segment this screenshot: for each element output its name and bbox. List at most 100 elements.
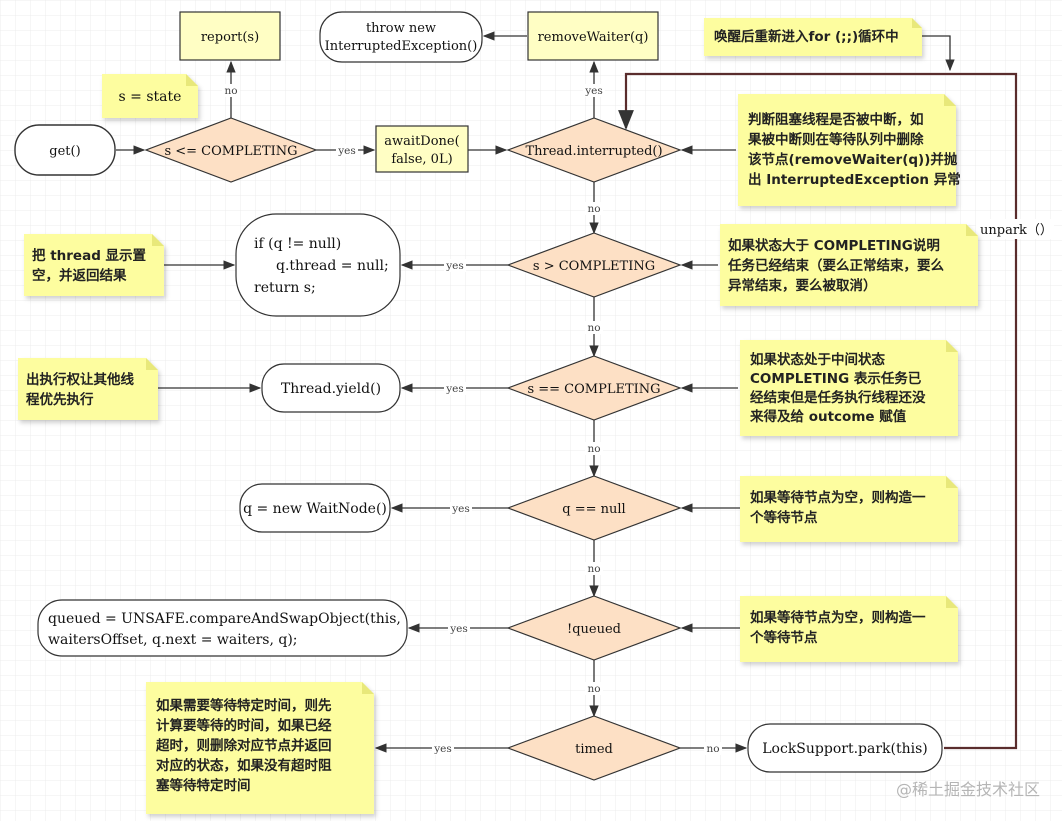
throw-label-line1: throw new — [366, 21, 436, 36]
unpark-label: unpark（） — [980, 223, 1053, 238]
label-yes-cas: yes — [449, 623, 468, 635]
note-yield-line2: 程优先执行 — [26, 391, 94, 408]
edge-labels: no yes yes no yes no yes no yes no yes n… — [222, 84, 722, 755]
label-no-timed: no — [587, 683, 600, 695]
cas-line1: queued = UNSAFE.compareAndSwapObject(thi… — [48, 611, 401, 627]
decision-timed: timed — [506, 715, 682, 781]
note-thread-null-line2: 空，并返回结果 — [32, 267, 127, 284]
label-no-gt: no — [587, 203, 600, 215]
remove-waiter-node: removeWaiter(q) — [527, 11, 659, 61]
await-done-line1: awaitDone( — [384, 134, 459, 149]
note-timed-text: 如果需要等待特定时间，则先 计算要等待的时间，如果已经 超时，则删除对应节点并返… — [155, 697, 332, 794]
label-no-park: no — [706, 743, 719, 755]
label-yes-nullbox: yes — [445, 260, 464, 272]
note-eq-line1: 如果状态处于中间状态 — [750, 351, 885, 368]
decision-q-null: q == null — [506, 475, 682, 541]
note-q-null-line2: 个等待节点 — [749, 509, 818, 526]
decision-q-null-label: q == null — [562, 502, 625, 517]
decision-interrupted: Thread.interrupted() — [506, 117, 682, 183]
label-yes-waitnode: yes — [451, 503, 470, 515]
note-eq-completing-text: 如果状态处于中间状态 COMPLETING 表示任务已 经结束但是任务执行线程还… — [749, 351, 926, 425]
decision-gt-completing-label: s > COMPLETING — [533, 259, 655, 274]
note-gt-line3: 异常结束，要么被取消） — [728, 277, 877, 294]
label-no-report: no — [224, 85, 237, 97]
note-eq-completing — [740, 340, 958, 436]
null-check-node: if (q != null) q.thread = null; return s… — [235, 213, 401, 317]
note-interrupt-line3: 该节点(removeWaiter(q))并抛 — [748, 151, 958, 168]
decision-eq-completing: s == COMPLETING — [506, 355, 682, 421]
note-timed-line2: 计算要等待的时间，如果已经 — [156, 717, 332, 734]
note-timed-line4: 对应的状态，如果没有超时阻 — [156, 757, 332, 774]
note-gt-completing-text: 如果状态大于 COMPLETING说明 任务已经结束（要么正常结束，要么 异常结… — [727, 237, 944, 294]
note-gt-line1: 如果状态大于 COMPLETING说明 — [728, 237, 940, 254]
note-thread-null — [24, 234, 164, 296]
note-yield-line1: 出执行权让其他线 — [26, 371, 134, 388]
await-done-node: awaitDone( false, 0L) — [375, 125, 469, 173]
label-yes-yield: yes — [445, 383, 464, 395]
note-wake — [704, 18, 922, 56]
decision-le-completing: s <= COMPLETING — [144, 117, 318, 183]
edge-park-loop-back — [618, 72, 1018, 750]
yield-node: Thread.yield() — [261, 363, 401, 413]
note-eq-line3: 经结束但是任务执行线程还没 — [750, 389, 926, 406]
note-queued-line1: 如果等待节点为空，则构造一 — [750, 609, 926, 626]
note-timed-line1: 如果需要等待特定时间，则先 — [156, 697, 332, 714]
get-label: get() — [49, 144, 80, 159]
await-done-line2: false, 0L) — [391, 152, 452, 167]
yield-label: Thread.yield() — [281, 381, 381, 397]
note-queued — [740, 596, 958, 662]
remove-waiter-label: removeWaiter(q) — [538, 30, 649, 45]
label-yes-remove: yes — [584, 85, 603, 97]
label-yes-timed: yes — [433, 743, 452, 755]
note-wake-line1: 唤醒后重新进入for (;;)循环中 — [714, 28, 899, 45]
decision-queued-label: !queued — [567, 622, 621, 637]
decision-interrupted-label: Thread.interrupted() — [525, 144, 662, 159]
note-eq-line4: 来得及给 outcome 赋值 — [749, 408, 907, 425]
note-interrupt-line4: 出 InterruptedException 异常 — [748, 171, 961, 188]
note-queued-line2: 个等待节点 — [749, 629, 818, 646]
decision-timed-label: timed — [575, 742, 613, 757]
report-node: report(s) — [179, 11, 281, 61]
note-eq-line2: COMPLETING 表示任务已 — [750, 370, 922, 387]
note-gt-completing — [720, 224, 978, 306]
report-label: report(s) — [201, 30, 259, 45]
note-timed — [146, 682, 374, 814]
note-timed-line3: 超时，则删除对应节点并返回 — [155, 737, 332, 754]
decision-gt-completing: s > COMPLETING — [506, 232, 682, 298]
edge-note-wake — [922, 35, 955, 72]
null-check-line1: if (q != null) — [254, 236, 341, 252]
note-gt-line2: 任务已经结束（要么正常结束，要么 — [727, 257, 944, 274]
note-s-state — [102, 74, 198, 118]
cas-line2: waitersOffset, q.next = waiters, q); — [48, 632, 298, 648]
note-interrupt-line2: 果被中断则在等待队列中删除 — [748, 131, 924, 148]
note-q-null-line1: 如果等待节点为空，则构造一 — [750, 489, 926, 506]
note-interrupt-text: 判断阻塞线程是否被中断，如 果被中断则在等待队列中删除 该节点(removeWa… — [748, 111, 961, 188]
null-check-line2: q.thread = null; — [276, 258, 389, 274]
get-node: get() — [14, 124, 116, 176]
new-waitnode-label: q = new WaitNode() — [243, 501, 387, 517]
new-waitnode-node: q = new WaitNode() — [239, 483, 391, 533]
park-label: LockSupport.park(this) — [762, 741, 928, 757]
note-interrupt — [738, 94, 956, 206]
note-interrupt-line1: 判断阻塞线程是否被中断，如 — [748, 111, 924, 128]
decision-eq-completing-label: s == COMPLETING — [527, 382, 660, 397]
note-s-state-text: s = state — [119, 89, 182, 105]
label-no-eq: no — [587, 322, 600, 334]
note-timed-line5: 塞等待特定时间 — [156, 777, 251, 794]
park-node: LockSupport.park(this) — [747, 723, 943, 773]
note-thread-null-line1: 把 thread 显示置 — [32, 247, 147, 264]
decision-queued: !queued — [506, 595, 682, 661]
throw-label-line2: InterruptedException() — [325, 39, 478, 54]
note-q-null-text: 如果等待节点为空，则构造一 个等待节点 — [749, 489, 926, 526]
label-no-qnull: no — [587, 443, 600, 455]
decision-le-completing-label: s <= COMPLETING — [164, 144, 297, 159]
label-yes-await: yes — [337, 145, 356, 157]
cas-node: queued = UNSAFE.compareAndSwapObject(thi… — [37, 599, 408, 657]
watermark: @稀土掘金技术社区 — [896, 780, 1040, 799]
label-no-queued: no — [587, 563, 600, 575]
unpark-label-bg — [976, 219, 1054, 239]
note-yield — [18, 358, 158, 420]
note-thread-null-text: 把 thread 显示置 空，并返回结果 — [32, 247, 147, 284]
note-yield-text: 出执行权让其他线 程优先执行 — [26, 371, 134, 408]
